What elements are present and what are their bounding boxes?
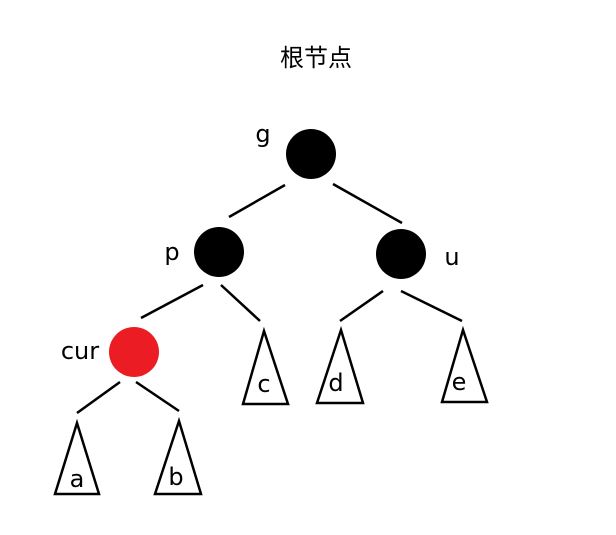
node-label-g: g [255,120,270,148]
subtree-label-c: c [257,370,270,398]
edge-cur-a [76,380,121,415]
node-p [194,227,244,277]
diagram-title: 根节点 [280,44,352,72]
edge-u-e [400,289,463,323]
subtree-label-a: a [70,465,85,493]
node-u [376,229,426,279]
subtree-label-b: b [168,463,183,491]
subtree-d [315,325,365,405]
edge-p-c [220,284,261,322]
subtree-a [53,418,101,496]
node-cur [109,327,159,377]
subtree-e [440,325,489,404]
node-g [286,129,336,179]
edge-p-cur [140,283,204,320]
subtree-b [153,416,203,496]
edge-g-u [332,182,403,225]
node-label-cur: cur [61,337,99,365]
edge-g-p [228,183,286,219]
subtree-label-d: d [328,369,343,397]
subtree-label-e: e [452,368,467,396]
node-label-u: u [444,243,459,271]
edge-cur-b [135,380,180,413]
subtree-c [241,326,290,406]
edge-u-d [339,289,384,323]
node-label-p: p [164,238,179,266]
